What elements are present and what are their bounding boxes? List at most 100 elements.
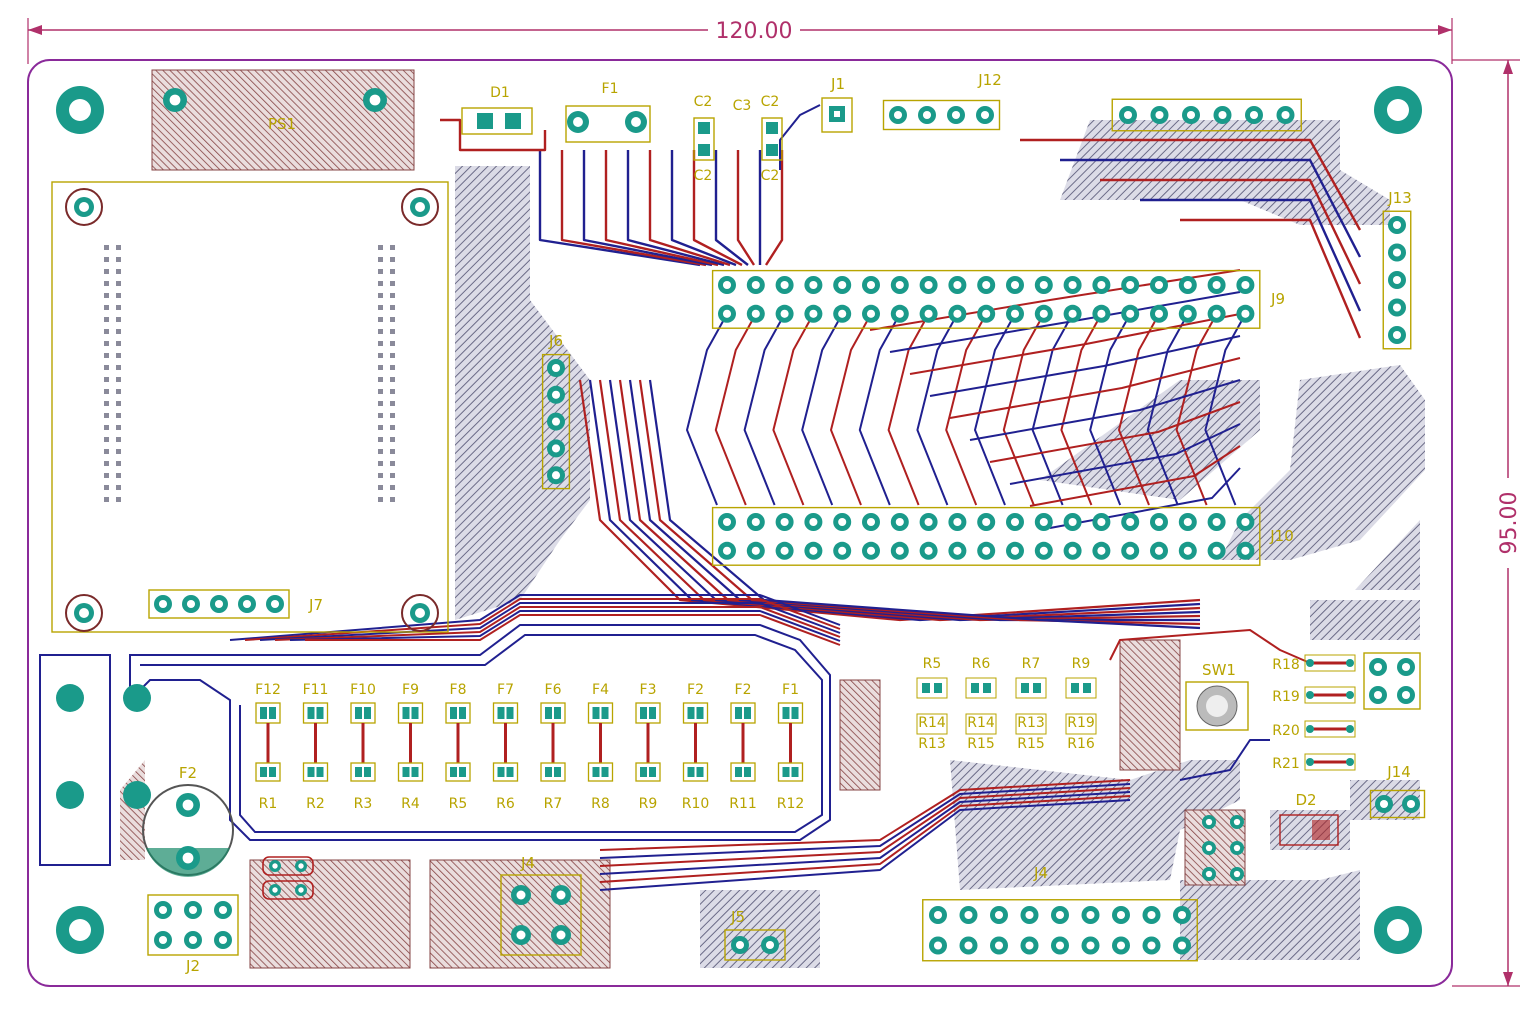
header-pin	[1121, 276, 1140, 294]
header-j2	[147, 894, 239, 956]
header-pin	[1173, 906, 1191, 924]
header-pin	[1142, 936, 1161, 955]
header-pin	[890, 513, 909, 531]
header-pin	[1402, 795, 1420, 813]
header-pin	[833, 276, 852, 294]
header-pin	[833, 304, 852, 323]
header-pin	[1178, 513, 1197, 531]
label-c2a: C2	[694, 94, 713, 110]
d2-pad	[1230, 815, 1244, 829]
header-pin	[1063, 541, 1082, 560]
header-j14-top	[1363, 652, 1421, 710]
label-r13b: R13	[1017, 715, 1045, 731]
header-j4	[922, 899, 1198, 962]
header-pin	[1388, 216, 1406, 234]
header-j10	[711, 506, 1261, 566]
header-pin	[1213, 106, 1232, 124]
header-pin	[718, 513, 736, 531]
header-pin	[1173, 936, 1191, 955]
header-pin	[929, 906, 947, 924]
header-pin	[919, 304, 938, 323]
header-pin	[1245, 106, 1263, 124]
header-pin	[1092, 541, 1111, 560]
header-pin	[929, 936, 947, 955]
header-pin	[547, 439, 565, 458]
jumper	[262, 880, 314, 900]
resistor-right	[1304, 686, 1356, 704]
header-pin	[948, 541, 967, 560]
label-r5a: R5	[923, 656, 942, 672]
header-pin	[214, 931, 232, 949]
fuse-f2-pad	[176, 846, 200, 870]
label-r13: R13	[918, 736, 946, 752]
fuse-label: F12	[255, 682, 281, 698]
header-pin	[1006, 304, 1024, 323]
fuse-label: F8	[450, 682, 467, 698]
header-pin	[154, 931, 172, 949]
header-pin	[990, 906, 1008, 924]
label-d1: D1	[490, 85, 510, 101]
header-pin	[547, 412, 565, 431]
module-footprint	[51, 181, 449, 633]
fuse-f1-pad	[567, 111, 589, 133]
header-pin	[977, 541, 996, 560]
header-j13	[1382, 210, 1412, 350]
header-pin	[862, 304, 880, 323]
fuse-label: F4	[592, 682, 609, 698]
header-pin	[1092, 513, 1111, 531]
header-pin	[1397, 686, 1415, 704]
header-pin	[1006, 541, 1024, 560]
label-j6: J6	[548, 332, 563, 350]
header-pin	[511, 885, 531, 905]
header-pin	[1081, 936, 1100, 955]
header-pin	[1276, 106, 1295, 124]
label-r9a: R9	[1072, 656, 1091, 672]
dimension-width-label: 120.00	[716, 19, 793, 44]
capacitor-c2	[761, 117, 783, 161]
resistor-pair	[965, 677, 997, 735]
label-r14b: R14	[967, 715, 995, 731]
fuse-row: F12R1F11R2F10R3F9R4F8R5F7R6F6R7F4R8F3R9F…	[255, 682, 804, 812]
header-pin	[238, 595, 256, 613]
header-pin	[551, 885, 571, 905]
header-j11	[1111, 98, 1302, 132]
diode-d2	[1202, 814, 1339, 881]
header-pin	[1150, 541, 1168, 560]
fuse-label: F2	[687, 682, 704, 698]
dimension-height-label: 95.00	[1497, 492, 1522, 555]
resistor-right	[1304, 753, 1356, 771]
header-pin	[919, 276, 938, 294]
header-pin	[547, 359, 565, 377]
jumper	[262, 856, 314, 876]
header-pin	[1207, 541, 1226, 560]
label-j14: J14	[1386, 763, 1411, 781]
header-pin	[551, 925, 571, 945]
header-pin	[775, 304, 794, 323]
resistor-right	[1304, 654, 1356, 672]
header-pin	[862, 276, 880, 294]
label-j4a: J4	[520, 854, 535, 872]
label-r19: R19	[1272, 689, 1300, 705]
label-j1: J1	[830, 75, 845, 93]
header-pin	[746, 513, 765, 531]
label-j10: J10	[1269, 527, 1294, 545]
header-pin	[1034, 276, 1053, 294]
label-f1: F1	[602, 81, 619, 97]
fuse-label: F2	[735, 682, 752, 698]
label-r19b: R19	[1067, 715, 1095, 731]
header-pin	[1182, 106, 1200, 124]
header-pin	[184, 931, 202, 949]
header-pin	[718, 304, 736, 323]
header-pin	[746, 541, 765, 560]
label-j13: J13	[1387, 189, 1412, 207]
resistor-label: R4	[401, 796, 420, 812]
header-pin	[511, 925, 531, 945]
header-pin	[775, 513, 794, 531]
label-j12: J12	[977, 71, 1002, 89]
header-pin	[977, 304, 996, 323]
